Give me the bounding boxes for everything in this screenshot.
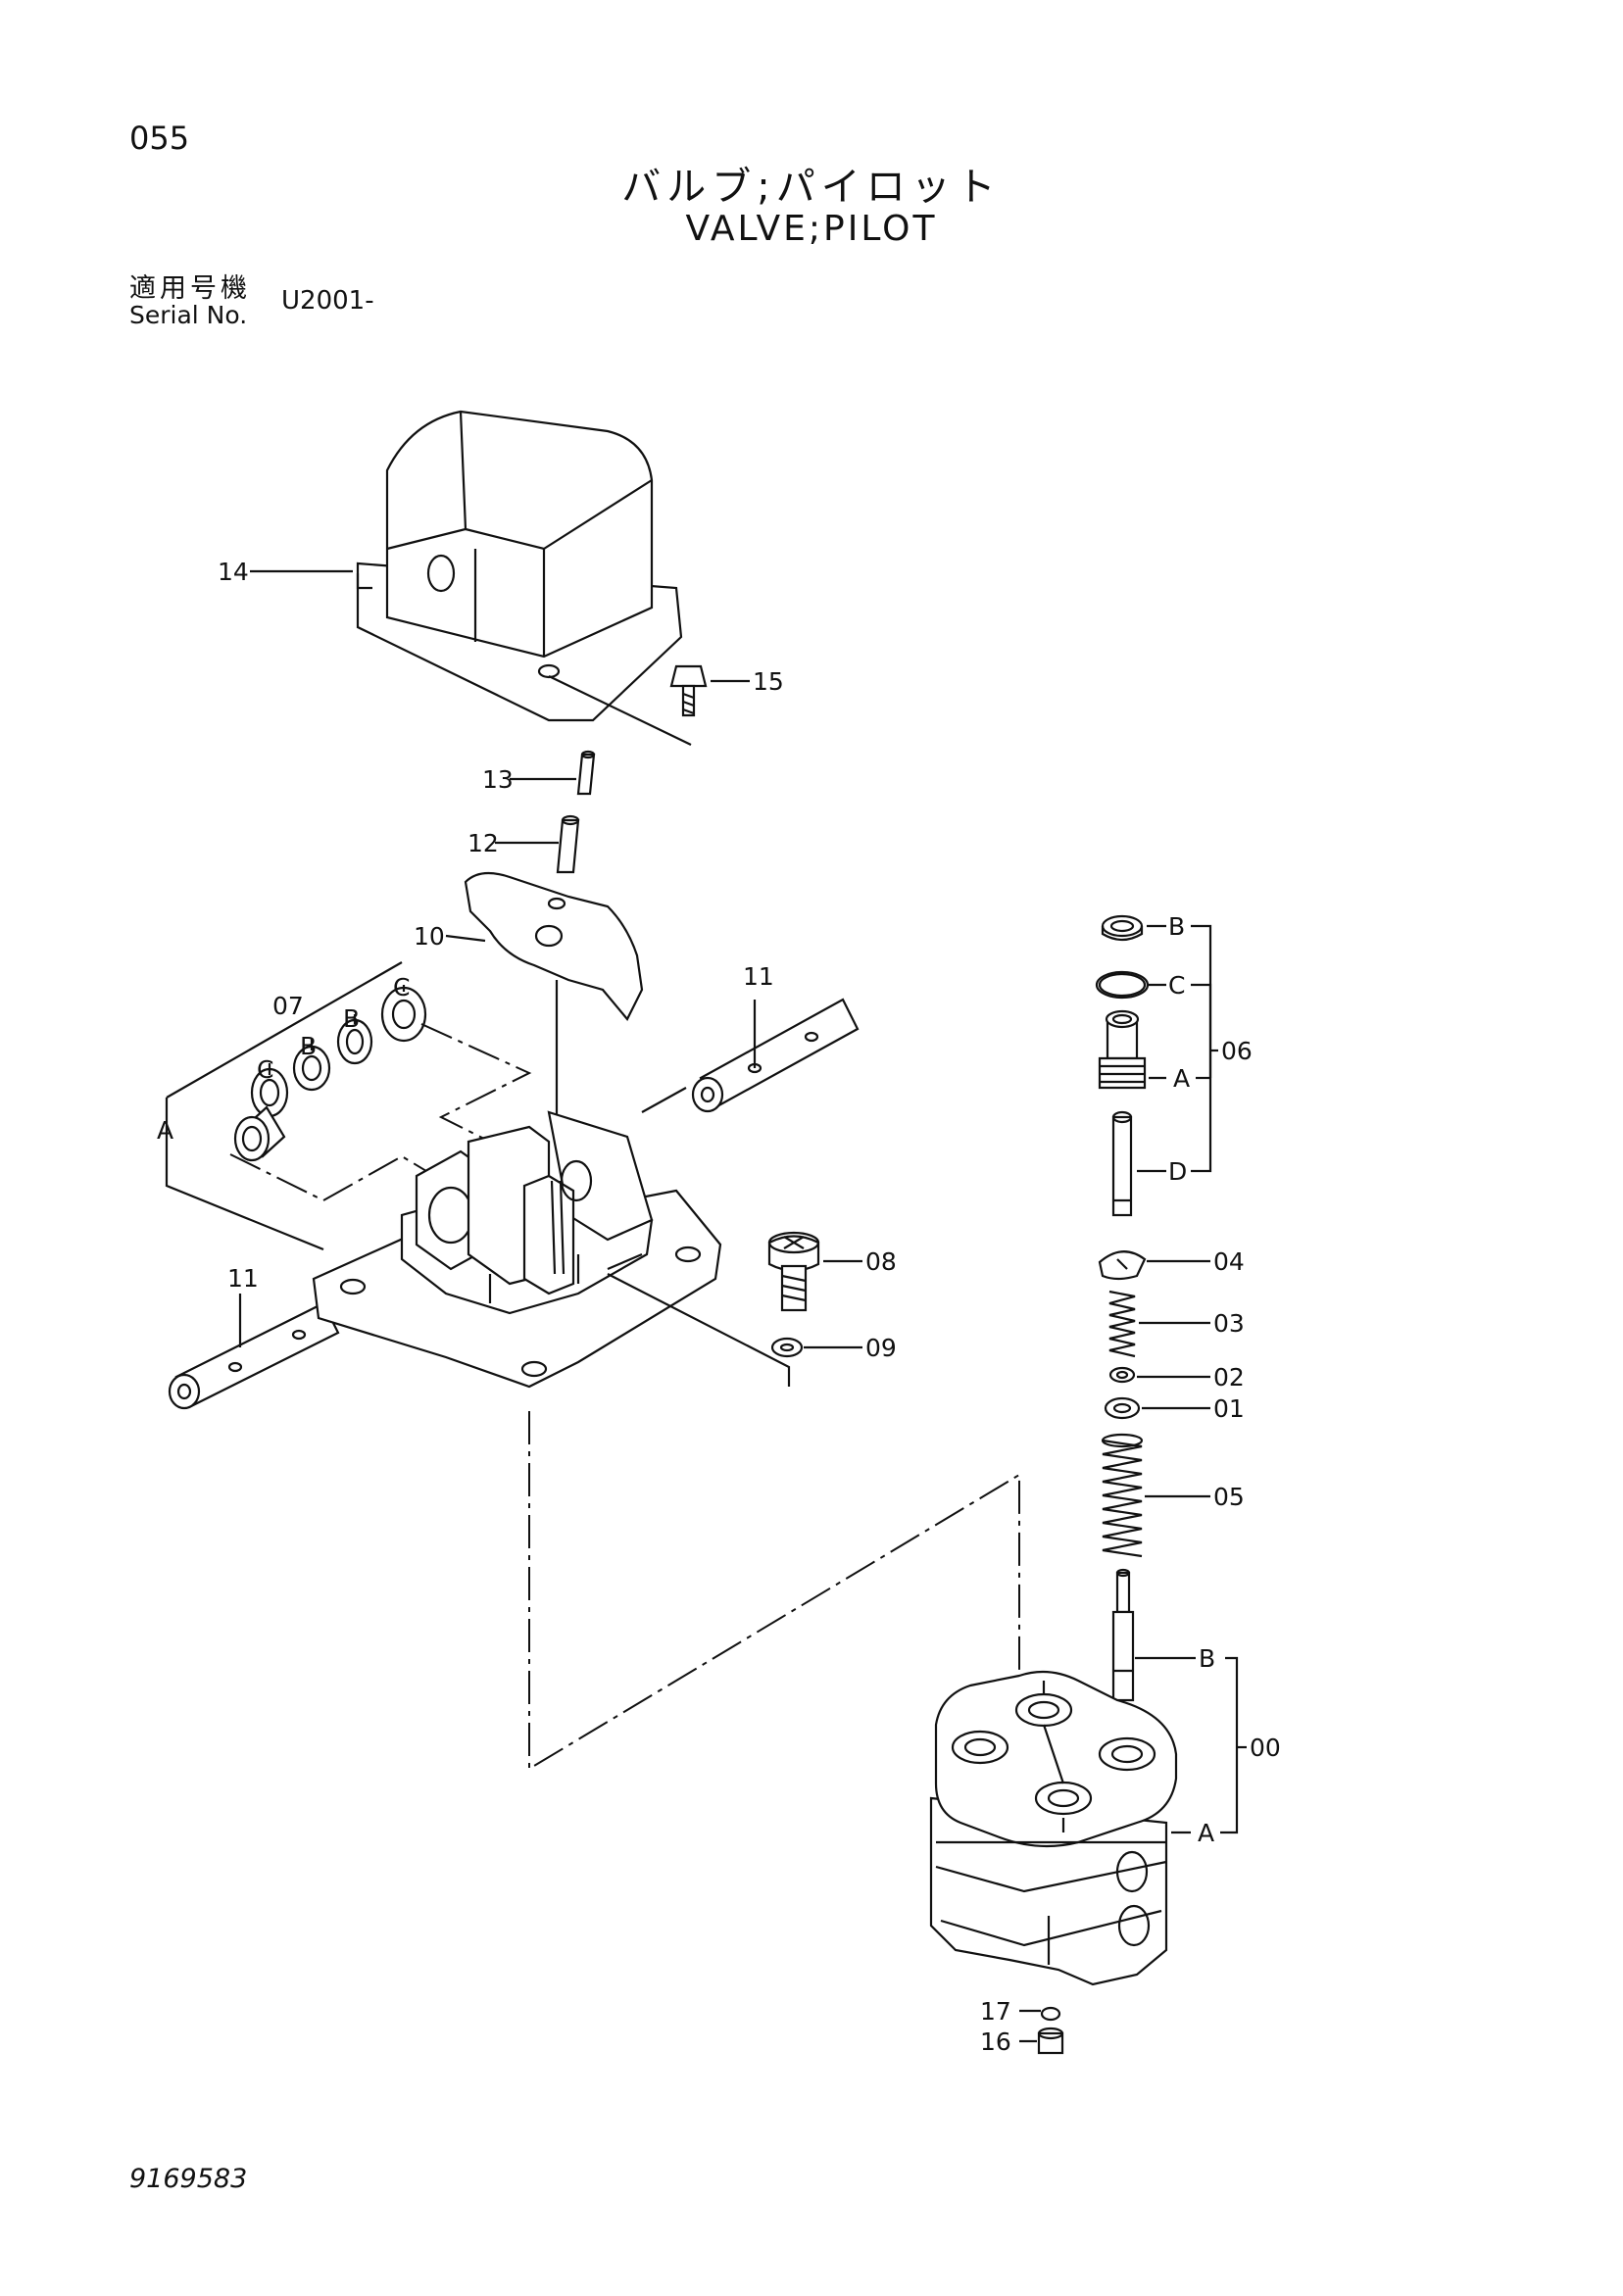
callout-08: 08 [865, 1247, 897, 1276]
part-13-pin[interactable] [576, 750, 596, 796]
callout-04: 04 [1213, 1247, 1245, 1276]
callout-10: 10 [414, 922, 445, 951]
kit-07-letter-c-2: C [393, 973, 410, 1001]
part-16-plug[interactable] [1037, 2027, 1064, 2055]
part-15-bolt[interactable] [548, 664, 708, 746]
callout-07: 07 [272, 992, 304, 1020]
title-english: VALVE;PILOT [685, 209, 938, 249]
part-00-spool[interactable] [1111, 1568, 1135, 1702]
callout-17: 17 [980, 1997, 1011, 2026]
callout-13: 13 [482, 765, 514, 794]
part-12-pin[interactable] [556, 814, 580, 874]
page-number: 055 [129, 120, 190, 157]
part-01-seat[interactable] [1104, 1396, 1141, 1420]
callout-11-upper: 11 [743, 962, 774, 991]
kit-07-letter-b-1: B [300, 1032, 317, 1060]
part-03-spring[interactable] [1108, 1290, 1136, 1358]
callout-01: 01 [1213, 1394, 1245, 1423]
part-14-cover[interactable] [356, 410, 683, 722]
callout-00: 00 [1250, 1734, 1281, 1762]
part-11-shaft-upper[interactable] [641, 998, 860, 1113]
part-11-shaft-lower[interactable] [168, 1273, 432, 1410]
title-japanese: バルブ;パイロット [621, 165, 1002, 210]
serial-label-japanese: 適用号機 [129, 273, 251, 304]
part-08-screw[interactable] [767, 1231, 820, 1312]
callout-16: 16 [980, 2027, 1011, 2056]
kit-06-letter-d: D [1168, 1157, 1187, 1186]
assy-00-letter-b: B [1199, 1644, 1215, 1673]
part-00-body[interactable] [929, 1670, 1178, 1986]
part-05-spring[interactable] [1101, 1433, 1144, 1558]
callout-02: 02 [1213, 1363, 1245, 1392]
callout-15: 15 [753, 667, 784, 696]
serial-number-value: U2001- [281, 286, 374, 316]
part-06-kit[interactable] [1095, 914, 1150, 1217]
kit-06-letter-a: A [1173, 1064, 1190, 1093]
assy-00-letter-a: A [1198, 1819, 1214, 1847]
part-04-retainer[interactable] [1098, 1250, 1147, 1281]
serial-label-english: Serial No. [129, 301, 248, 329]
callout-14: 14 [218, 558, 249, 586]
part-02-washer[interactable] [1108, 1366, 1136, 1384]
callout-05: 05 [1213, 1483, 1245, 1511]
document-number: 9169583 [129, 2164, 248, 2194]
callout-06: 06 [1221, 1037, 1253, 1065]
part-17-oring[interactable] [1040, 2006, 1061, 2022]
leader-lines [165, 569, 1247, 2043]
callout-09: 09 [865, 1334, 897, 1362]
kit-06-letter-c: C [1168, 971, 1185, 1000]
part-09-washer[interactable] [770, 1337, 804, 1358]
part-casing-base[interactable] [312, 1110, 722, 1389]
part-10-cam[interactable] [464, 871, 644, 1151]
callout-03: 03 [1213, 1309, 1245, 1338]
kit-07-letter-a: A [157, 1116, 173, 1145]
kit-07-letter-c-1: C [257, 1055, 273, 1084]
callout-11-lower: 11 [227, 1264, 259, 1293]
callout-12: 12 [467, 829, 499, 857]
kit-06-letter-b: B [1168, 912, 1185, 941]
kit-07-letter-b-2: B [343, 1004, 360, 1033]
